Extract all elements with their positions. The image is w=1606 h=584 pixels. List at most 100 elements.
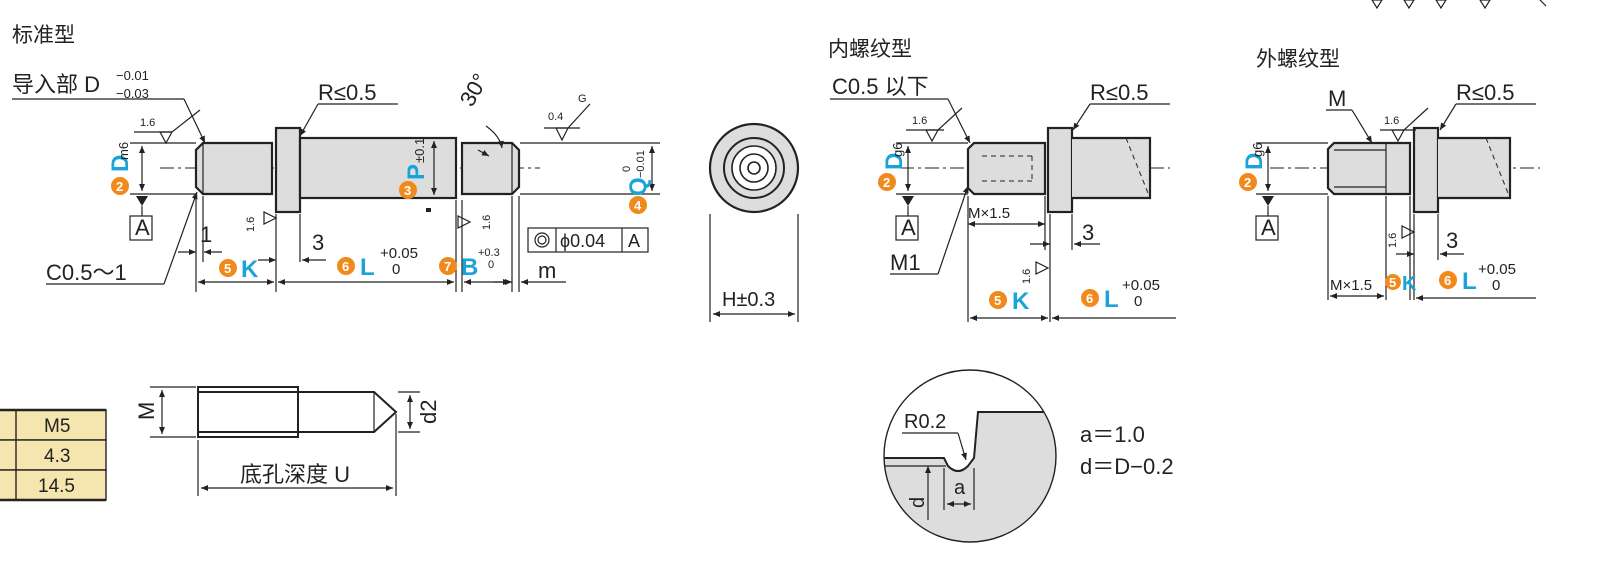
concentricity-frame xyxy=(527,227,649,253)
badge-2-internal xyxy=(878,173,896,191)
badge-4-number: 4 xyxy=(634,198,642,213)
guide-tol-upper: −0.01 xyxy=(116,68,149,83)
hole-M-label: M xyxy=(134,402,159,420)
size-table: M5 4.3 14.5 xyxy=(0,408,107,502)
detail-radius: R0.2 xyxy=(904,411,946,433)
detail-a: a xyxy=(954,477,966,499)
badge-6 xyxy=(337,257,355,275)
datum-A: A xyxy=(135,215,150,240)
badge-2-external-number: 2 xyxy=(1244,175,1251,190)
L-tol-upper: +0.05 xyxy=(380,245,418,262)
badge-6-internal-number: 6 xyxy=(1086,291,1093,306)
roughness-external-b: 1.6 xyxy=(1387,233,1399,248)
badge-7-number: 7 xyxy=(444,259,451,274)
M-label-external: M xyxy=(1328,86,1346,111)
hole-d2-label: d2 xyxy=(416,400,441,424)
roughness-external-a: 1.6 xyxy=(1384,115,1399,127)
title-standard: 标准型 xyxy=(12,24,75,47)
a-equation: a＝1.0 xyxy=(1080,422,1145,447)
datum-A-internal: A xyxy=(901,215,916,240)
badge-6-external xyxy=(1439,271,1457,289)
badge-5-internal-number: 5 xyxy=(994,293,1001,308)
badge-4 xyxy=(629,196,647,214)
symbol-B: B xyxy=(461,254,478,281)
dim-3-external: 3 xyxy=(1446,228,1458,253)
badge-6-internal xyxy=(1081,289,1099,307)
radius-label: R≤0.5 xyxy=(318,80,377,105)
table-row xyxy=(0,409,107,441)
roughness-c: 1.6 xyxy=(481,215,493,230)
radius-external: R≤0.5 xyxy=(1456,80,1515,105)
datum-A-external: A xyxy=(1261,215,1276,240)
thread-internal: M×1.5 xyxy=(968,205,1010,222)
roughness-a: 1.6 xyxy=(140,117,155,129)
symbol-P: P xyxy=(403,164,430,180)
concentricity-datum: A xyxy=(628,231,640,251)
badge-5-external-number: 5 xyxy=(1389,275,1396,290)
chamfer-internal: C0.5 以下 xyxy=(832,74,929,99)
badge-3-number: 3 xyxy=(404,183,411,198)
dim-3: 3 xyxy=(312,230,324,255)
L-tol-upper-internal: +0.05 xyxy=(1122,277,1160,294)
badge-6-number: 6 xyxy=(342,259,349,274)
roughness-internal-b: 1.6 xyxy=(1021,269,1033,284)
roughness-internal-a: 1.6 xyxy=(912,115,927,127)
symbol-D-internal: D xyxy=(881,153,908,170)
hole-depth-label: 底孔深度 U xyxy=(240,462,350,487)
badge-2-number: 2 xyxy=(116,179,123,194)
dim-m: m xyxy=(538,258,556,283)
standard-type-view: 2 D m6 A 导入部 D −0.01 −0.03 1.6 R≤0.5 30°… xyxy=(12,68,660,292)
B-tol-lower: 0 xyxy=(488,259,494,271)
P-tolerance: ±0.1 xyxy=(412,138,427,163)
symbol-K-internal: K xyxy=(1012,288,1030,315)
chamfer-label: C0.5〜1 xyxy=(46,260,127,285)
M1-label: M1 xyxy=(890,250,921,275)
guide-label: 导入部 D xyxy=(12,72,100,97)
symbol-K-external: K xyxy=(1402,273,1417,295)
roughness-d: 0.4 xyxy=(548,111,563,123)
title-internal-thread: 内螺纹型 xyxy=(828,38,912,61)
symbol-L-internal: L xyxy=(1104,286,1119,313)
fit-D-external: g6 xyxy=(1250,143,1265,157)
roughness-b: 1.6 xyxy=(245,217,257,232)
L-tol-lower: 0 xyxy=(392,261,400,278)
symbol-Q: Q xyxy=(625,177,652,196)
table-cell-U: 14.5 xyxy=(38,476,75,497)
dim-1: 1 xyxy=(200,222,212,247)
symbol-L: L xyxy=(360,254,375,281)
badge-7 xyxy=(439,257,457,275)
thread-external: M×1.5 xyxy=(1330,277,1372,294)
symbol-K: K xyxy=(241,256,259,283)
badge-5-number: 5 xyxy=(224,261,231,276)
internal-thread-view: 2 D g6 A C0.5 以下 1.6 R≤0.5 M×1.5 3 M1 1.… xyxy=(830,74,1176,322)
table-cell-M: M5 xyxy=(44,416,70,437)
table-cell-d2: 4.3 xyxy=(44,446,70,467)
badge-5-internal xyxy=(989,291,1007,309)
badge-2-external xyxy=(1239,173,1257,191)
front-view: H±0.3 xyxy=(708,122,800,322)
title-external-thread: 外螺纹型 xyxy=(1256,48,1340,71)
roughness-header-marks xyxy=(1371,0,1547,10)
guide-tol-lower: −0.03 xyxy=(116,86,149,101)
tap-hole-detail: M d2 底孔深度 U xyxy=(134,386,441,496)
dim-H: H±0.3 xyxy=(722,289,775,311)
badge-5 xyxy=(219,259,237,277)
badge-6-external-number: 6 xyxy=(1444,273,1451,288)
radius-internal: R≤0.5 xyxy=(1090,80,1149,105)
badge-2 xyxy=(111,177,129,195)
dim-3-internal: 3 xyxy=(1082,220,1094,245)
B-tol-upper: +0.3 xyxy=(478,247,500,259)
d-equation: d＝D−0.2 xyxy=(1080,454,1174,479)
Q-tol-upper: 0 xyxy=(621,166,633,172)
badge-2-internal-number: 2 xyxy=(883,175,890,190)
badge-5-external xyxy=(1385,274,1401,290)
badge-3 xyxy=(399,181,417,199)
external-thread-view: 2 D g6 A M 1.6 R≤0.5 1.6 3 M×1.5 5 K 6 xyxy=(1239,80,1540,301)
L-tol-lower-internal: 0 xyxy=(1134,293,1142,310)
roughness-g: G xyxy=(578,93,587,105)
symbol-D-external: D xyxy=(1241,153,1268,170)
L-tol-lower-external: 0 xyxy=(1492,277,1500,294)
symbol-L-external: L xyxy=(1462,268,1477,295)
